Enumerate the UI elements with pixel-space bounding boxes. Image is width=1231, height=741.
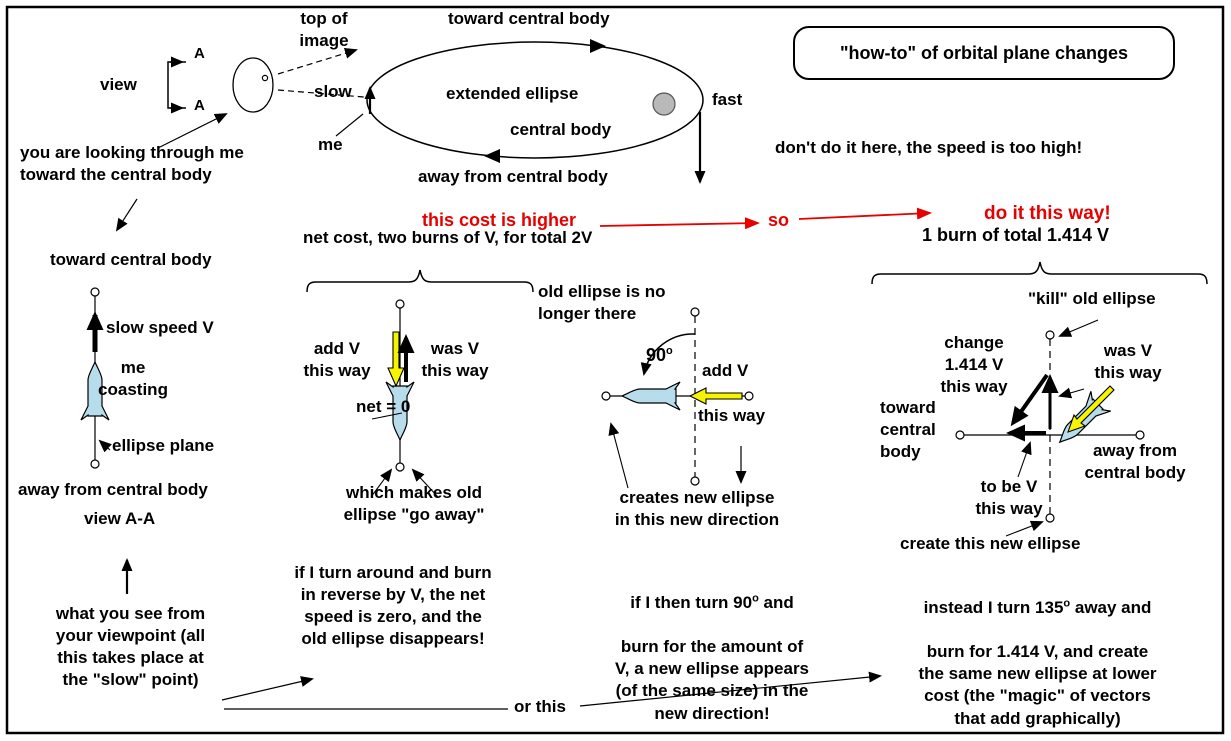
col4-was-v-pointer	[1058, 387, 1085, 399]
orbit-ellipse	[366, 41, 704, 159]
col2-go-away-pointer-right	[411, 468, 439, 498]
col3-paragraph-line1: if I then turn 90o and	[630, 592, 794, 613]
central-body-label: central body	[510, 120, 612, 139]
col2-was-v-label: was V this way	[421, 339, 489, 381]
col2-plane-endpoint-bottom	[395, 462, 405, 472]
col2-add-v-arrow	[387, 331, 405, 388]
fast-label: fast	[712, 90, 743, 109]
col4-create-pointer	[1005, 520, 1044, 537]
red-arrow-left	[599, 217, 760, 230]
col4-paragraph-line1: instead I turn 135o away and	[923, 597, 1152, 618]
viewer-dot	[261, 74, 269, 82]
one-burn-header: 1 burn of total 1.414 V	[922, 225, 1110, 245]
col1-toward-label: toward central body	[50, 250, 212, 269]
so-label: so	[768, 210, 790, 230]
col4-kill-pointer	[1058, 319, 1099, 337]
frame-border	[5, 5, 1225, 735]
orbit-direction-arrow-bottom	[484, 149, 500, 163]
col2-net-zero-label: net = 0	[356, 397, 411, 416]
col3-creates-pointer	[608, 422, 629, 489]
away-from-central-body-top-label: away from central body	[418, 167, 608, 186]
col3-add-v-label: add V	[702, 361, 749, 380]
or-this-label: or this	[514, 697, 566, 716]
section-view-bracket	[167, 61, 186, 109]
col4-to-be-pointer	[1017, 441, 1032, 478]
col4-paragraph: instead I turn 135o away and burn for 1.…	[885, 575, 1190, 741]
col4-kill-label: "kill" old ellipse	[1028, 289, 1156, 308]
col1-slow-speed-label: slow speed V	[106, 318, 214, 337]
bottom-fan-arrow-left	[221, 676, 314, 701]
col1-me-coasting-label: me coasting	[98, 358, 168, 400]
col2-paragraph: if I turn around and burn in reverse by …	[294, 563, 492, 649]
col1-away-label: away from central body	[18, 480, 208, 499]
col4-away-label: away from central body	[1084, 441, 1186, 483]
orbit-direction-arrow-top	[590, 39, 606, 53]
sight-line-lower-dashed	[277, 89, 365, 98]
col4-change-v-arrow	[1010, 373, 1049, 427]
toward-central-body-top-label: toward central body	[448, 9, 610, 28]
do-it-this-way-label: do it this way!	[984, 203, 1111, 224]
col3-old-plane-endpoint-top	[690, 307, 700, 317]
col2-go-away-label: which makes old ellipse "go away"	[343, 483, 485, 525]
col4-burn-arrow	[1067, 385, 1115, 433]
col4-was-v-label: was V this way	[1094, 341, 1162, 383]
col1-plane-endpoint-top	[90, 287, 100, 297]
col2-plane-endpoint-top	[395, 299, 405, 309]
col1-caption: what you see from your viewpoint (all th…	[55, 604, 206, 690]
col3-90-degree-label: 90o	[646, 345, 673, 365]
top-of-image-label: top of image	[299, 9, 349, 51]
col1-view-aa-label: view A-A	[84, 509, 156, 528]
col1-ellipse-plane-pointer	[98, 439, 112, 453]
two-burns-header: net cost, two burns of V, for total 2V	[303, 228, 593, 247]
col3-paragraph-rest: burn for the amount of V, a new ellipse …	[614, 637, 810, 723]
bottom-fan-arrow-right	[579, 671, 882, 707]
col4-old-plane-endpoint-bottom	[1045, 513, 1055, 523]
viewer-ellipse	[232, 57, 274, 113]
view-label: view	[100, 75, 137, 94]
red-arrow-right	[798, 207, 932, 220]
col3-paragraph: if I then turn 90o and burn for the amou…	[592, 570, 832, 741]
col4-new-plane-endpoint-right	[1135, 430, 1145, 440]
sight-line-upper-dashed	[277, 47, 358, 75]
col3-rocket-icon	[621, 381, 681, 411]
section-a-bottom-label: A	[194, 97, 205, 114]
dont-do-it-note: don't do it here, the speed is too high!	[775, 138, 1083, 157]
col3-add-v-arrow	[688, 387, 743, 405]
howto-title-box: "how-to" of orbital plane changes	[793, 26, 1175, 80]
extended-ellipse-label: extended ellipse	[446, 84, 579, 103]
cost-higher-label: this cost is higher	[422, 210, 577, 230]
col3-turn-90-arc	[640, 333, 696, 376]
col2-go-away-pointer-left	[370, 468, 393, 498]
col2-add-v-label: add V this way	[303, 339, 371, 381]
col2-net-zero-pointer	[371, 412, 403, 420]
col4-toward-label: toward central body	[880, 398, 936, 462]
me-pointer-line	[335, 113, 364, 137]
brace-one-burn	[871, 261, 1208, 285]
col3-this-way-label: this way	[698, 406, 766, 425]
viewpoint-down-arrow	[115, 198, 138, 232]
col3-new-plane-endpoint-left	[601, 391, 611, 401]
central-body-dot	[652, 92, 676, 116]
col4-change-label: change 1.414 V this way	[940, 333, 1008, 397]
col4-paragraph-rest: burn for 1.414 V, and create the same ne…	[918, 642, 1157, 728]
col4-to-be-label: to be V this way	[975, 477, 1043, 519]
col4-create-new-label: create this new ellipse	[900, 534, 1081, 553]
col4-old-plane-endpoint-top	[1045, 330, 1055, 340]
brace-two-burns	[306, 269, 534, 293]
col3-new-plane-endpoint-right	[744, 391, 754, 401]
howto-title: "how-to" of orbital plane changes	[839, 42, 1129, 63]
col3-old-gone-label: old ellipse is no longer there	[538, 282, 666, 324]
col3-old-plane-endpoint-bottom	[690, 476, 700, 486]
col4-new-plane-endpoint-left	[955, 430, 965, 440]
slow-label: slow	[314, 82, 352, 101]
section-a-top-label: A	[194, 45, 205, 62]
col1-ellipse-plane-label: ellipse plane	[112, 436, 215, 455]
looking-note: you are looking through me toward the ce…	[20, 143, 244, 185]
looking-pointer-arrow	[157, 113, 228, 149]
me-label: me	[318, 135, 343, 154]
col1-plane-endpoint-bottom	[90, 459, 100, 469]
col3-creates-label: creates new ellipse in this new directio…	[614, 488, 780, 530]
